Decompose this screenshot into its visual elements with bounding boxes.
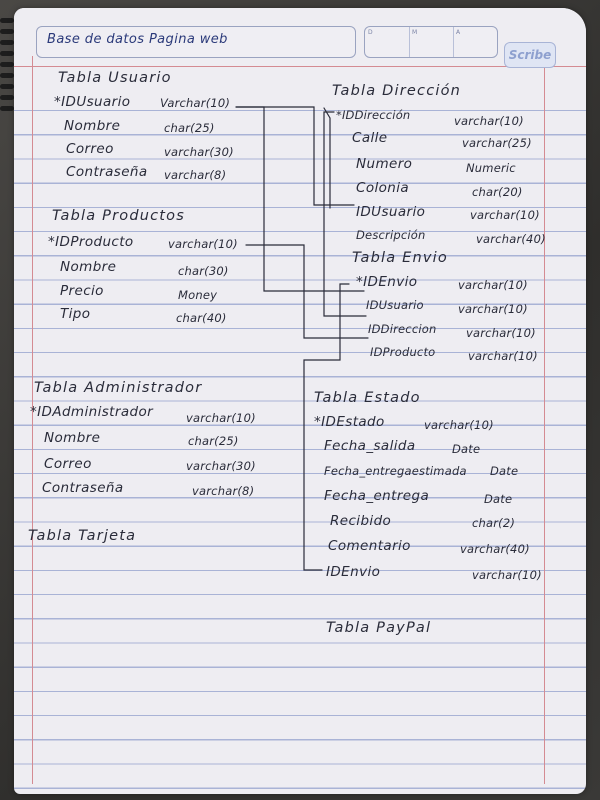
productos-field-type: char(30) (178, 264, 229, 278)
direccion-field-type: varchar(10) (454, 114, 524, 128)
administrador-field-name: Correo (44, 456, 92, 472)
estado-field-name: Fecha_entrega (324, 488, 430, 504)
estado-field-type: Date (490, 464, 519, 478)
usuario-field-type: Varchar(10) (160, 96, 231, 110)
usuario-field-type: char(25) (164, 121, 215, 135)
usuario-to-envio-line (235, 106, 365, 292)
usuario-field-name: *IDUsuario (54, 94, 131, 110)
direccion-loop-line (323, 107, 331, 209)
left-margin-line (32, 56, 34, 784)
productos-to-envio-line (245, 244, 369, 339)
administrador-field-name: Nombre (44, 430, 101, 446)
estado-field-type: Date (484, 492, 513, 506)
top-margin-line (14, 66, 586, 68)
date-year-label: A (456, 29, 461, 36)
right-margin-line (544, 56, 546, 784)
envio-field-name: *IDEnvio (356, 274, 418, 290)
direccion-field-name: *IDDirección (336, 108, 411, 122)
estado-field-name: Fecha_salida (324, 438, 416, 454)
productos-field-name: Precio (60, 283, 104, 299)
estado-field-name: Fecha_entregaestimada (324, 464, 467, 478)
envio-field-type: varchar(10) (466, 326, 536, 340)
date-month-label: M (412, 29, 418, 36)
envio-field-type: varchar(10) (458, 278, 528, 292)
direccion-field-type: char(20) (472, 185, 523, 199)
direccion-field-type: varchar(40) (476, 232, 546, 246)
direccion-field-name: Colonia (356, 180, 410, 196)
usuario-field-type: varchar(8) (164, 168, 227, 182)
table-paypal-title: Tabla PayPal (326, 620, 432, 636)
administrador-field-type: varchar(30) (186, 459, 256, 473)
estado-field-type: char(2) (472, 516, 516, 530)
envio-field-name: IDProducto (370, 345, 436, 359)
direccion-field-type: varchar(25) (462, 136, 532, 150)
notebook-spiral (0, 18, 14, 118)
productos-field-name: Nombre (60, 259, 117, 275)
direccion-field-name: Calle (352, 130, 388, 146)
usuario-field-name: Contraseña (66, 164, 148, 180)
productos-field-name: *IDProducto (48, 234, 134, 250)
estado-field-name: Comentario (328, 538, 411, 554)
administrador-field-name: Contraseña (42, 480, 124, 496)
usuario-field-name: Nombre (64, 118, 121, 134)
administrador-field-type: varchar(10) (186, 411, 256, 425)
page-title: Base de datos Pagina web (47, 32, 228, 47)
envio-field-name: IDDireccion (368, 322, 437, 336)
administrador-field-type: char(25) (188, 434, 239, 448)
productos-field-type: varchar(10) (168, 237, 238, 251)
productos-field-type: char(40) (176, 311, 227, 325)
estado-field-type: varchar(10) (472, 568, 542, 582)
table-productos-title: Tabla Productos (52, 208, 186, 224)
table-envio-title: Tabla Envio (352, 250, 448, 266)
envio-field-type: varchar(10) (458, 302, 528, 316)
direccion-field-type: Numeric (466, 161, 516, 175)
direccion-field-name: Descripción (356, 228, 426, 242)
administrador-field-name: *IDAdministrador (30, 404, 154, 420)
header-title-box: Base de datos Pagina web (36, 26, 356, 58)
estado-field-name: IDEnvio (326, 564, 381, 580)
usuario-field-type: varchar(30) (164, 145, 234, 159)
table-direccion-title: Tabla Dirección (332, 83, 462, 99)
direccion-field-name: IDUsuario (356, 204, 426, 220)
envio-field-name: IDUsuario (366, 298, 424, 312)
productos-field-name: Tipo (60, 306, 91, 322)
date-day-label: D (368, 29, 373, 36)
direccion-field-type: varchar(10) (470, 208, 540, 222)
estado-field-name: Recibido (330, 513, 392, 529)
table-estado-title: Tabla Estado (314, 390, 421, 406)
productos-field-type: Money (178, 288, 218, 302)
envio-field-type: varchar(10) (468, 349, 538, 363)
table-administrador-title: Tabla Administrador (34, 380, 203, 396)
direccion-field-name: Numero (356, 156, 413, 172)
header-date-box: D M A (364, 26, 498, 58)
estado-field-type: varchar(40) (460, 542, 530, 556)
notebook-page: Base de datos Pagina web D M A Scribe Ta… (14, 8, 586, 794)
administrador-field-type: varchar(8) (192, 484, 255, 498)
usuario-field-name: Correo (66, 141, 114, 157)
estado-field-name: *IDEstado (314, 414, 385, 430)
brand-logo: Scribe (504, 42, 556, 68)
estado-field-type: Date (452, 442, 481, 456)
table-tarjeta-title: Tabla Tarjeta (28, 528, 137, 544)
table-usuario-title: Tabla Usuario (58, 70, 172, 86)
estado-field-type: varchar(10) (424, 418, 494, 432)
